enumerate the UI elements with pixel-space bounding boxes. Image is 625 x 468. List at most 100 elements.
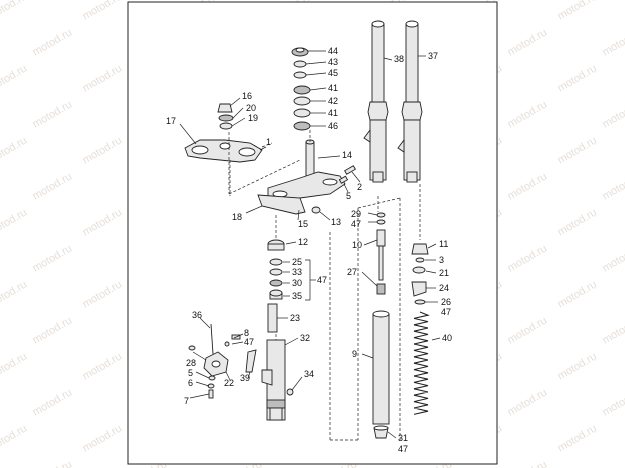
callout-34: 34 xyxy=(304,369,314,379)
watermark-text: motod.ru xyxy=(601,242,625,274)
watermark-text: motod.ru xyxy=(0,0,29,23)
callout-20: 20 xyxy=(246,103,256,113)
watermark-text: motod.ru xyxy=(81,350,125,382)
watermark-text: motod.ru xyxy=(601,170,625,202)
callout-11: 11 xyxy=(439,239,448,249)
callout-25: 25 xyxy=(292,257,302,267)
watermark-text: motod.ru xyxy=(81,134,125,166)
watermark-text: motod.ru xyxy=(31,314,75,346)
watermark-text: motod.ru xyxy=(31,170,75,202)
callout-47-c: 47 xyxy=(441,307,451,317)
callout-12: 12 xyxy=(298,237,308,247)
callout-33: 33 xyxy=(292,267,302,277)
watermark-text: motod.ru xyxy=(31,458,75,468)
callout-28: 28 xyxy=(186,358,196,368)
callout-21: 21 xyxy=(439,268,449,278)
callout-35: 35 xyxy=(292,291,302,301)
watermark-text: motod.ru xyxy=(556,422,600,454)
watermark-text: motod.ru xyxy=(556,206,600,238)
watermark-text: motod.ru xyxy=(601,314,625,346)
callout-6: 6 xyxy=(188,378,193,388)
watermark-text: motod.ru xyxy=(81,206,125,238)
watermark-text: motod.ru xyxy=(81,422,125,454)
callout-40: 40 xyxy=(442,333,452,343)
callout-23: 23 xyxy=(290,313,300,323)
lower-clamp-bracket xyxy=(245,194,331,221)
watermark-text: motod.ru xyxy=(31,26,75,58)
callout-37: 37 xyxy=(428,51,438,61)
callout-47-b: 47 xyxy=(317,275,327,285)
watermark-text: motod.ru xyxy=(506,98,550,130)
callout-5: 5 xyxy=(346,191,351,201)
callout-10: 10 xyxy=(352,240,362,250)
left-lower-slider xyxy=(261,337,303,421)
left-damper-rod xyxy=(267,303,288,333)
callout-38: 38 xyxy=(394,54,404,64)
callout-7: 7 xyxy=(184,396,189,406)
callout-9: 9 xyxy=(352,349,357,359)
small-bolts-2-5 xyxy=(338,165,361,193)
watermark-text: motod.ru xyxy=(0,422,29,454)
spacer-tube-39 xyxy=(245,349,257,379)
watermark-text: motod.ru xyxy=(506,386,550,418)
callout-36: 36 xyxy=(192,310,202,320)
watermark-text: motod.ru xyxy=(556,62,600,94)
watermark-text: motod.ru xyxy=(556,134,600,166)
watermark-text: motod.ru xyxy=(506,170,550,202)
left-seal-stack xyxy=(267,239,316,301)
fork-tube-37 xyxy=(397,20,426,183)
callout-44: 44 xyxy=(328,46,338,56)
callout-2: 2 xyxy=(357,182,362,192)
callout-5-b: 5 xyxy=(188,368,193,378)
callout-41: 41 xyxy=(328,83,338,93)
inner-tube-9 xyxy=(361,310,390,425)
callout-26: 26 xyxy=(441,297,451,307)
steering-stem xyxy=(267,130,346,203)
fork-tube-38 xyxy=(363,20,393,183)
watermark-text: motod.ru xyxy=(0,62,29,94)
callout-3: 3 xyxy=(439,255,444,265)
axle-clamp-parts xyxy=(188,317,244,399)
watermark-text: motod.ru xyxy=(0,278,29,310)
watermark-text: motod.ru xyxy=(506,458,550,468)
callout-15: 15 xyxy=(298,219,308,229)
callout-16: 16 xyxy=(242,91,252,101)
callout-45: 45 xyxy=(328,68,338,78)
watermark-text: motod.ru xyxy=(556,278,600,310)
callout-19: 19 xyxy=(248,113,258,123)
callout-14: 14 xyxy=(342,150,352,160)
callout-13: 13 xyxy=(331,217,341,227)
watermark-text: motod.ru xyxy=(601,458,625,468)
callout-32: 32 xyxy=(300,333,310,343)
watermark-text: motod.ru xyxy=(556,350,600,382)
watermark-text: motod.ru xyxy=(81,0,125,23)
watermark-text: motod.ru xyxy=(81,278,125,310)
watermark-text: motod.ru xyxy=(601,26,625,58)
callout-18: 18 xyxy=(232,212,242,222)
callout-43: 43 xyxy=(328,57,338,67)
callout-24: 24 xyxy=(439,283,449,293)
callout-27: 27 xyxy=(347,267,357,277)
callout-39: 39 xyxy=(240,373,250,383)
watermark-text: motod.ru xyxy=(0,350,29,382)
watermark-text: motod.ru xyxy=(0,134,29,166)
watermark-text: motod.ru xyxy=(506,314,550,346)
watermark-text: motod.ru xyxy=(556,0,600,23)
watermark-text: motod.ru xyxy=(506,26,550,58)
callout-labels: 44 43 45 41 42 41 46 38 37 16 20 19 17 1… xyxy=(166,46,452,454)
watermark-text: motod.ru xyxy=(601,98,625,130)
upper-triple-clamp xyxy=(184,139,273,163)
watermark-text: motod.ru xyxy=(0,206,29,238)
callout-47-d: 47 xyxy=(244,337,254,347)
callout-31: 31 xyxy=(398,433,408,443)
callout-41-b: 41 xyxy=(328,108,338,118)
diagram-frame xyxy=(127,1,498,465)
damper-rod-10 xyxy=(363,212,386,281)
callout-42: 42 xyxy=(328,96,338,106)
top-nut-parts xyxy=(179,97,267,151)
watermark-text: motod.ru xyxy=(31,98,75,130)
fork-spring-40 xyxy=(413,311,441,415)
callout-46: 46 xyxy=(328,121,338,131)
callout-17: 17 xyxy=(166,116,176,126)
